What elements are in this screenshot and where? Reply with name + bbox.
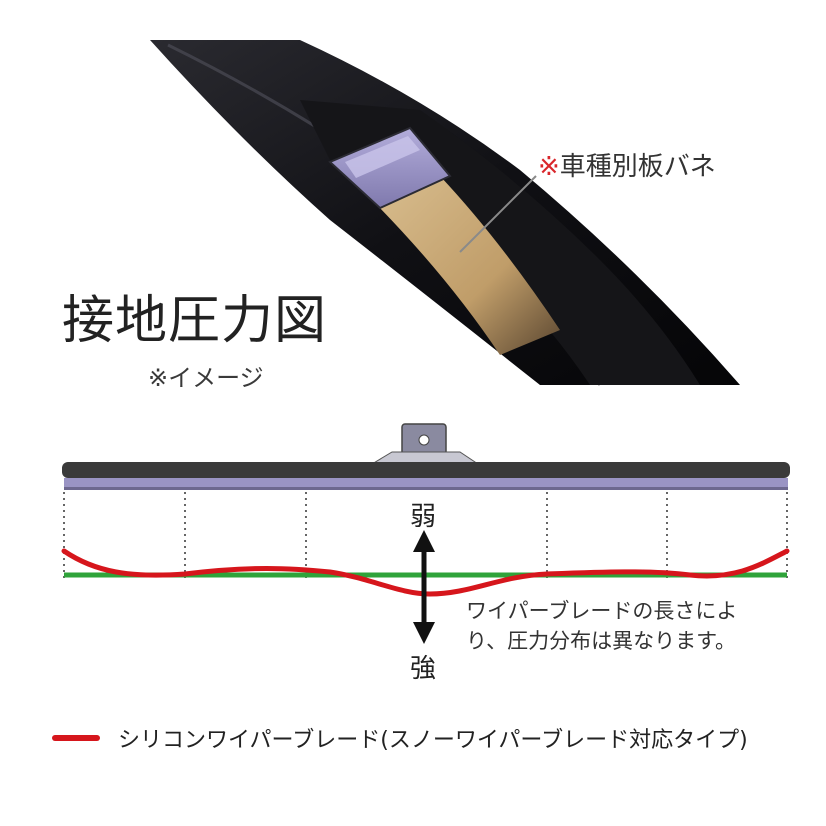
legend: シリコンワイパーブレード(スノーワイパーブレード対応タイプ): [52, 722, 748, 754]
red-line-swatch-icon: [52, 735, 100, 741]
arrow-down-head: [413, 622, 435, 644]
strong-label: 強: [410, 654, 437, 684]
legend-label: シリコンワイパーブレード(スノーワイパーブレード対応タイプ): [118, 728, 748, 753]
guide-lines: [63, 492, 788, 580]
weak-label: 弱: [410, 502, 437, 532]
leaf-spring: [378, 176, 560, 355]
callout-leader-line: [459, 175, 537, 253]
note-line-2: り、圧力分布は異なります。: [466, 629, 737, 653]
illustration-title: 接地圧力図: [62, 291, 328, 351]
silicone-pressure-curve: [61, 548, 790, 597]
arrow-up-head: [413, 530, 435, 552]
mount-hole: [418, 434, 430, 446]
frame-cut-inner: [345, 136, 420, 178]
callout-text: 車種別板バネ: [559, 152, 716, 182]
blade-rail-shade: [64, 487, 788, 490]
spring-callout: ※車種別板バネ: [538, 146, 716, 183]
blade-body: [62, 462, 790, 478]
callout-mark: ※: [538, 152, 560, 182]
illustration-subtitle: ※イメージ: [148, 364, 264, 392]
blade-cutaway-illustration: [150, 40, 740, 386]
note-line-1: ワイパーブレードの長さによ: [466, 599, 738, 623]
blade-rail: [64, 478, 788, 488]
pressure-note: ワイパーブレードの長さによ り、圧力分布は異なります。: [466, 596, 737, 656]
frame-cut-face: [328, 126, 452, 210]
